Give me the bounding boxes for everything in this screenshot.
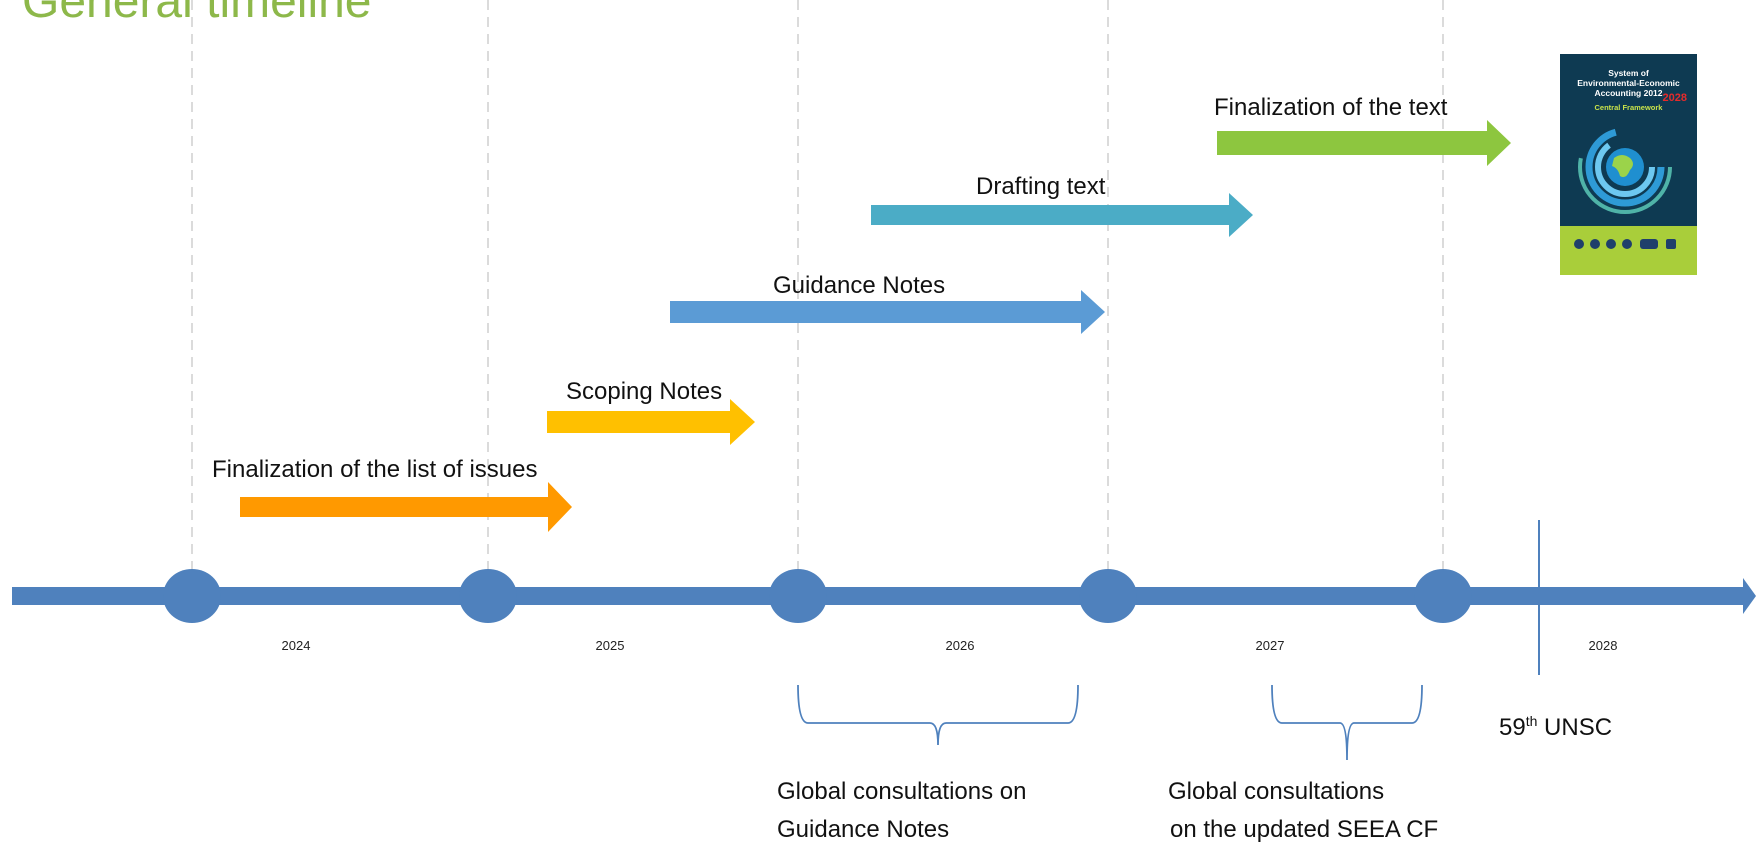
arrow-finalization-issues: [240, 482, 572, 532]
milestone-ordinal-suffix: th: [1525, 713, 1538, 729]
cover-title-line1: System of: [1608, 68, 1649, 78]
org-logo-icon: [1590, 239, 1600, 249]
org-logo-icon: [1622, 239, 1632, 249]
milestone-circle: [1079, 569, 1137, 623]
consultation-guidance-line1: Global consultations on: [777, 778, 1027, 805]
cover-year-overlay: 2028: [1662, 92, 1687, 104]
consultation-seea-line1: Global consultations: [1168, 778, 1385, 805]
consultation-guidance-line2: Guidance Notes: [777, 816, 950, 843]
year-label: 2026: [945, 638, 975, 653]
label-finalization-issues: Finalization of the list of issues: [212, 456, 538, 483]
cover-title-line3: Accounting 2012: [1594, 88, 1663, 98]
year-label: 2024: [281, 638, 311, 653]
milestone-name: UNSC: [1537, 714, 1613, 741]
cover-title: System of Environmental-Economic Account…: [1560, 68, 1697, 98]
milestone-circle: [1414, 569, 1472, 623]
cover-ring: [1585, 127, 1665, 207]
slide-title: General timeline: [22, 0, 372, 28]
seea-book-cover: System of Environmental-Economic Account…: [1560, 54, 1697, 275]
cover-globe-graphic: [1578, 120, 1672, 214]
label-drafting-text: Drafting text: [976, 173, 1106, 200]
arrow-scoping-notes: [547, 399, 755, 445]
arrow-drafting-text: [871, 193, 1253, 237]
milestone-unsc-label: 59th UNSC: [1499, 714, 1612, 742]
org-logo-icon: [1606, 239, 1616, 249]
year-label: 2025: [595, 638, 625, 653]
consultation-brace-guidance: [797, 684, 1079, 746]
consultation-brace-seea: [1271, 684, 1423, 761]
consultation-seea-line2: on the updated SEEA CF: [1170, 816, 1439, 843]
timeline-axis-arrowhead: [1743, 578, 1756, 614]
milestone-circle: [769, 569, 827, 623]
timeline-axis: [12, 587, 1747, 605]
cover-logo-band: [1560, 226, 1697, 275]
cover-ring: [1595, 137, 1655, 197]
arrow-finalization-text: [1217, 120, 1511, 166]
cover-title-line2: Environmental-Economic: [1577, 78, 1680, 88]
milestone-circle: [163, 569, 221, 623]
arrow-guidance-notes: [670, 290, 1105, 334]
cover-subtitle: Central Framework: [1594, 103, 1663, 112]
label-guidance-notes: Guidance Notes: [773, 272, 946, 299]
org-logo-icon: [1640, 239, 1658, 249]
org-logo-icon: [1666, 239, 1676, 249]
label-scoping-notes: Scoping Notes: [566, 378, 723, 405]
cover-ring: [1578, 120, 1672, 214]
year-label: 2027: [1255, 638, 1285, 653]
milestone-circle: [459, 569, 517, 623]
label-finalization-text: Finalization of the text: [1214, 94, 1448, 121]
org-logo-icon: [1574, 239, 1584, 249]
cover-globe-land: [1612, 155, 1633, 178]
milestone-ordinal: 59: [1499, 714, 1526, 741]
year-label: 2028: [1588, 638, 1618, 653]
